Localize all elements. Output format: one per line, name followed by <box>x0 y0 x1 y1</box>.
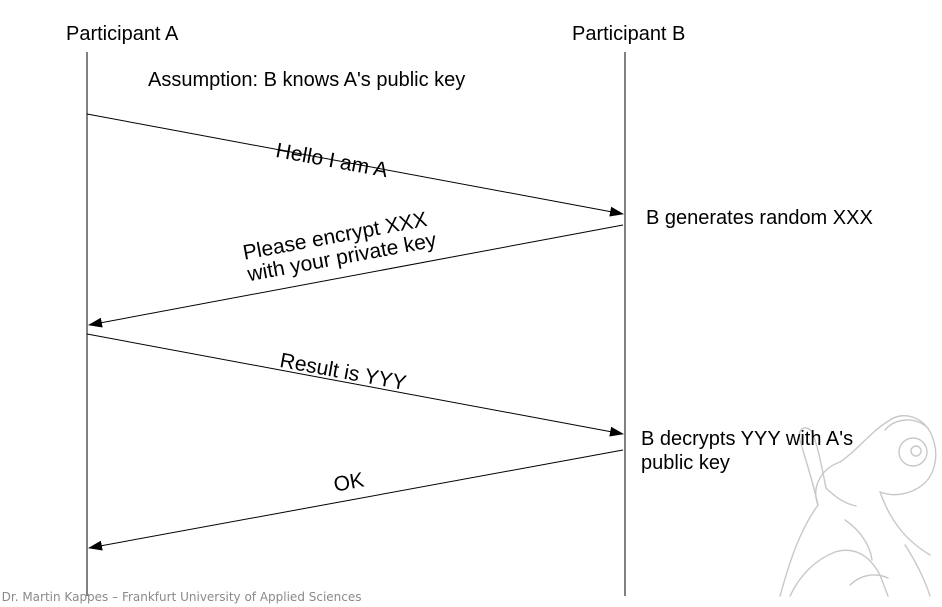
participant-a-label: Participant A <box>66 23 179 45</box>
message-arrow-result <box>86 333 624 437</box>
message-arrow-please-encrypt <box>88 224 624 328</box>
assumption-text: Assumption: B knows A's public key <box>148 69 466 91</box>
note-b-decrypts-line1: B decrypts YYY with A's <box>641 428 854 450</box>
message-arrow-ok <box>88 449 624 551</box>
note-b-decrypts-line2: public key <box>641 452 730 474</box>
participant-b-label: Participant B <box>572 23 686 45</box>
footer-credit: . Dr. Martin Kappes – Frankfurt Universi… <box>0 590 362 604</box>
message-arrow-hello <box>86 113 624 217</box>
note-b-decrypts: B decrypts YYY with A's public key <box>641 427 853 475</box>
note-b-generates: B generates random XXX <box>646 207 873 229</box>
cartoon-bird-mascot-watermark <box>779 415 937 597</box>
